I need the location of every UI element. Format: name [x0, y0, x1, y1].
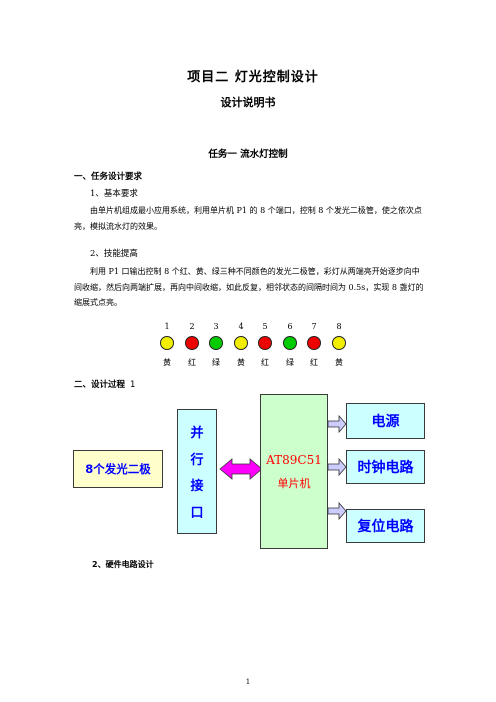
led-indicator — [258, 336, 272, 350]
led-number: 4 — [238, 322, 244, 331]
skill-improvement-text: 利用 P1 口输出控制 8 个红、黄、绿三种不同颜色的发光二极管，彩灯从两端亮开… — [74, 267, 424, 307]
led-indicator — [209, 336, 223, 350]
mcu-model: AT89C51 — [266, 452, 322, 467]
reset-arrow — [327, 501, 347, 521]
project-title: 项目二 灯光控制设计 — [187, 70, 319, 85]
basic-requirements-heading: 1、基本要求 — [90, 189, 138, 199]
led-number: 3 — [213, 322, 219, 331]
clock-arrow — [327, 457, 347, 477]
led-number: 6 — [287, 322, 293, 331]
led-row: 1 黄 2 红 3 绿 4 黄 5 红 6 绿 7 红 8 黄 — [0, 322, 496, 372]
reset-label: 复位电路 — [357, 519, 414, 535]
led-color-label: 红 — [310, 358, 318, 367]
clock-block: 时钟电路 — [346, 450, 425, 484]
led-color-label: 黄 — [335, 358, 343, 367]
power-label: 电源 — [371, 414, 400, 430]
led-indicator — [307, 336, 321, 350]
parallel-char-1: 并 — [190, 425, 204, 441]
led-block-label: 8个发光二极 — [85, 462, 151, 476]
led-indicator — [234, 336, 248, 350]
led-indicator — [332, 336, 346, 350]
skill-improvement-heading: 2、技能提高 — [90, 249, 138, 259]
section1-heading: 一、任务设计要求 — [74, 172, 143, 182]
clock-label: 时钟电路 — [357, 460, 414, 476]
document-subtitle: 设计说明书 — [220, 96, 276, 109]
led-number: 7 — [311, 322, 317, 331]
led-number: 5 — [262, 322, 268, 331]
power-arrow — [327, 414, 347, 434]
parallel-interface-block: 并 行 接 口 — [177, 409, 217, 534]
led-color-label: 红 — [261, 358, 269, 367]
power-block: 电源 — [346, 403, 425, 439]
led-number: 1 — [164, 322, 170, 331]
led-indicator — [283, 336, 297, 350]
reset-block: 复位电路 — [346, 509, 425, 543]
led-color-label: 绿 — [212, 358, 220, 367]
section2-heading: 二、设计过程 1 — [74, 378, 135, 390]
parallel-char-3: 接 — [190, 479, 204, 495]
led-color-label: 黄 — [163, 358, 171, 367]
led-block: 8个发光二极 — [73, 450, 163, 488]
mcu-block: AT89C51 单片机 — [260, 394, 328, 549]
led-number: 2 — [189, 322, 195, 331]
led-number: 8 — [336, 322, 342, 331]
led-color-label: 绿 — [286, 358, 294, 367]
basic-requirements-text: 由单片机组成最小应用系统，利用单片机 P1 的 8 个端口，控制 8 个发光二极… — [74, 206, 422, 231]
led-indicator — [160, 336, 174, 350]
page-number: 1 — [245, 678, 251, 686]
section2-heading-text: 二、设计过程 — [74, 380, 126, 390]
led-indicator — [185, 336, 199, 350]
led-color-label: 红 — [188, 358, 196, 367]
parallel-char-4: 口 — [190, 506, 204, 522]
mcu-label: 单片机 — [277, 476, 311, 490]
parallel-char-2: 行 — [190, 452, 204, 468]
task-title: 任务一 流水灯控制 — [208, 149, 288, 160]
led-color-label: 黄 — [237, 358, 245, 367]
double-arrow — [219, 458, 263, 480]
hardware-design-heading: 2、硬件电路设计 — [92, 560, 154, 569]
section2-index-mark: 1 — [129, 380, 136, 390]
